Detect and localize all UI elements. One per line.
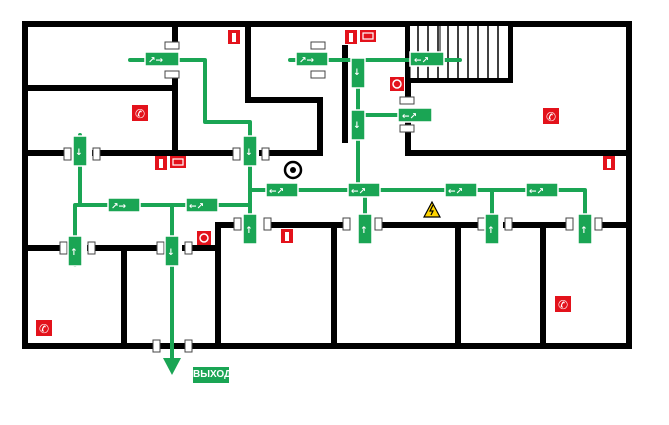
- svg-text:←↗: ←↗: [529, 187, 544, 197]
- svg-text:↓: ↓: [245, 148, 253, 158]
- svg-text:↓: ↓: [75, 148, 83, 158]
- svg-text:✆: ✆: [39, 322, 49, 336]
- fire-hydrant-icon: [360, 30, 376, 42]
- svg-text:✆: ✆: [135, 107, 145, 121]
- svg-text:↑: ↑: [580, 226, 588, 236]
- exit-sign-corridor-1: ←↗: [265, 182, 299, 198]
- emergency-phone-icon: ✆: [543, 108, 559, 124]
- svg-text:←↗: ←↗: [351, 187, 366, 197]
- svg-text:←↗: ←↗: [448, 187, 463, 197]
- svg-text:↑: ↑: [245, 226, 253, 236]
- svg-text:✆: ✆: [546, 110, 556, 124]
- exit-sign-right-room: ←↗: [397, 107, 433, 123]
- exit-sign-room-1: ↑: [67, 235, 83, 267]
- exit-sign-room-3: ↑: [242, 213, 258, 245]
- exit-sign-corridor-2: ←↗: [347, 182, 381, 198]
- svg-text:↓: ↓: [167, 248, 175, 258]
- fire-extinguisher-icon: [603, 156, 615, 170]
- exit-sign-room-5: ↑: [484, 213, 500, 245]
- interior-walls: [24, 21, 630, 347]
- svg-text:←↗: ←↗: [269, 187, 284, 197]
- safety-signs: ✆ ✆ ✆ ✆: [36, 30, 615, 336]
- exit-sign-room-2: ↓: [164, 235, 180, 267]
- svg-text:↓: ↓: [353, 68, 361, 78]
- you-are-here-icon: [283, 160, 303, 180]
- svg-text:↗→: ↗→: [111, 202, 127, 212]
- exit-sign-vertical-1: ↓: [350, 57, 366, 89]
- exit-sign-west-2: ←↗: [185, 197, 219, 213]
- exit-sign-center-vertical: ↓: [242, 135, 258, 167]
- svg-text:↓: ↓: [353, 121, 361, 131]
- svg-text:↑: ↑: [487, 226, 495, 236]
- svg-text:←↗: ←↗: [402, 112, 417, 122]
- fire-hydrant-icon: [170, 156, 186, 168]
- svg-text:↑: ↑: [70, 248, 78, 258]
- fire-alarm-button-icon: [390, 77, 404, 91]
- electrical-hazard-icon: [423, 200, 441, 218]
- emergency-phone-icon: ✆: [36, 320, 52, 336]
- exit-sign-top-mid: ↗→: [295, 51, 329, 67]
- exit-sign-room-4: ↑: [357, 213, 373, 245]
- exit-label: ВЫХОД: [193, 367, 231, 383]
- exit-sign-stairs: ←↗: [409, 51, 445, 67]
- svg-text:←↗: ←↗: [189, 202, 204, 212]
- emergency-phone-icon: ✆: [132, 105, 148, 121]
- emergency-phone-icon: ✆: [555, 296, 571, 312]
- exit-sign-top-left: ↗→: [144, 51, 180, 67]
- exit-sign-corridor-3: ←↗: [444, 182, 478, 198]
- svg-text:↑: ↑: [360, 226, 368, 236]
- exit-sign-west-1: ↗→: [107, 197, 141, 213]
- fire-extinguisher-icon: [281, 229, 293, 243]
- svg-text:✆: ✆: [558, 298, 568, 312]
- exit-signs: ↗→ ↗→ ←↗ ↓ ↓ ←↗ ↓ ↓: [67, 51, 593, 267]
- exit-sign-left-vertical: ↓: [72, 135, 88, 167]
- svg-text:↗→: ↗→: [148, 56, 164, 66]
- outer-walls: [22, 21, 632, 349]
- fire-alarm-button-icon: [197, 231, 211, 245]
- exit-sign-vertical-2: ↓: [350, 109, 366, 141]
- fire-extinguisher-icon: [155, 156, 167, 170]
- exit-sign-room-6: ↑: [577, 213, 593, 245]
- fire-extinguisher-icon: [228, 30, 240, 44]
- svg-text:↗→: ↗→: [299, 56, 315, 66]
- doors: [59, 41, 603, 353]
- exit-sign-corridor-4: ←↗: [525, 182, 559, 198]
- fire-extinguisher-icon: [345, 30, 357, 44]
- svg-text:←↗: ←↗: [414, 56, 429, 66]
